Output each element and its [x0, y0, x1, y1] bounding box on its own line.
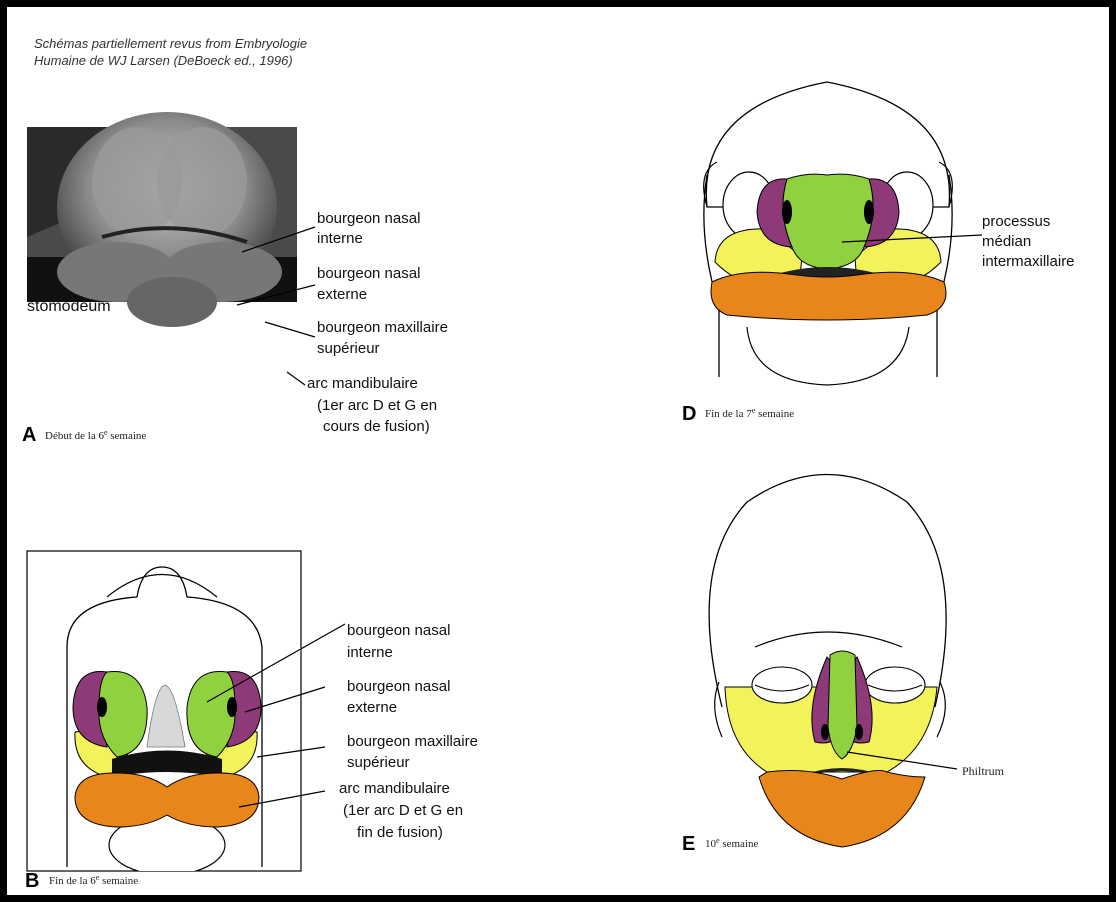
panel-e-caption: 10e semaine: [705, 836, 758, 850]
label-b-externe-2: externe: [347, 699, 397, 716]
panel-a: bourgeon nasal interne bourgeon nasal ex…: [22, 112, 448, 446]
leader-a-mandibulaire: [287, 372, 305, 385]
panel-e-eye-right: [865, 667, 925, 703]
label-a-interne-2: interne: [317, 230, 363, 247]
label-e-philtrum: Philtrum: [962, 764, 1005, 778]
panel-b: bourgeon nasal interne bourgeon nasal ex…: [25, 551, 478, 892]
label-a-externe-1: bourgeon nasal: [317, 265, 420, 282]
label-a-stomodeum: stomodeum: [27, 298, 111, 315]
label-a-mandibulaire-2: (1er arc D et G en: [317, 397, 437, 414]
leader-a-maxillaire: [265, 322, 315, 337]
label-b-mandibulaire-1: arc mandibulaire: [339, 780, 450, 797]
panel-b-letter: B: [25, 870, 39, 892]
label-a-mandibulaire-3: cours de fusion): [323, 418, 430, 435]
label-d-processus-2: médian: [982, 233, 1031, 250]
label-b-maxillaire-1: bourgeon maxillaire: [347, 733, 478, 750]
panel-b-nostril-right: [227, 697, 237, 717]
leader-b-maxillaire: [257, 747, 325, 757]
panel-d-nostril-left: [782, 200, 792, 224]
panel-a-letter: A: [22, 424, 36, 446]
panel-e-nostril-left: [821, 724, 829, 740]
panel-e-letter: E: [682, 833, 695, 855]
sem-lower: [127, 277, 217, 327]
label-a-maxillaire-2: supérieur: [317, 340, 380, 357]
panel-d-neck: [747, 327, 909, 385]
label-a-interne-1: bourgeon nasal: [317, 210, 420, 227]
sem-nasal-right: [157, 127, 247, 237]
label-a-externe-2: externe: [317, 286, 367, 303]
label-d-processus-3: intermaxillaire: [982, 253, 1075, 270]
source-note-line1: Schémas partiellement revus from Embryol…: [34, 36, 307, 51]
label-b-interne-1: bourgeon nasal: [347, 622, 450, 639]
panel-d-nostril-right: [864, 200, 874, 224]
label-b-maxillaire-2: supérieur: [347, 754, 410, 771]
panel-b-caption: Fin de la 6e semaine: [49, 873, 138, 887]
label-a-mandibulaire-1: arc mandibulaire: [307, 375, 418, 392]
figure-frame: Schémas partiellement revus from Embryol…: [7, 7, 1109, 895]
label-a-maxillaire-1: bourgeon maxillaire: [317, 319, 448, 336]
source-note-line2: Humaine de WJ Larsen (DeBoeck ed., 1996): [34, 53, 293, 68]
panel-d-caption: Fin de la 7e semaine: [705, 406, 794, 420]
label-b-mandibulaire-2: (1er arc D et G en: [343, 802, 463, 819]
panel-e-nostril-right: [855, 724, 863, 740]
panel-e-eye-left: [752, 667, 812, 703]
panel-d: processus médian intermaxillaire D Fin d…: [682, 82, 1075, 425]
label-b-externe-1: bourgeon nasal: [347, 678, 450, 695]
panel-e-nasal-interne: [828, 651, 857, 759]
panel-d-letter: D: [682, 403, 696, 425]
panel-a-caption: Début de la 6e semaine: [45, 428, 146, 442]
panel-e-mandibulaire: [759, 771, 925, 847]
label-d-processus-1: processus: [982, 213, 1050, 230]
panel-b-nostril-left: [97, 697, 107, 717]
label-b-interne-2: interne: [347, 644, 393, 661]
panel-e: Philtrum E 10e semaine: [682, 475, 1005, 856]
panel-d-processus-median: [783, 174, 873, 269]
panel-d-mandibulaire: [711, 272, 946, 320]
label-b-mandibulaire-3: fin de fusion): [357, 824, 443, 841]
embryology-figure: Schémas partiellement revus from Embryol…: [7, 7, 1109, 895]
